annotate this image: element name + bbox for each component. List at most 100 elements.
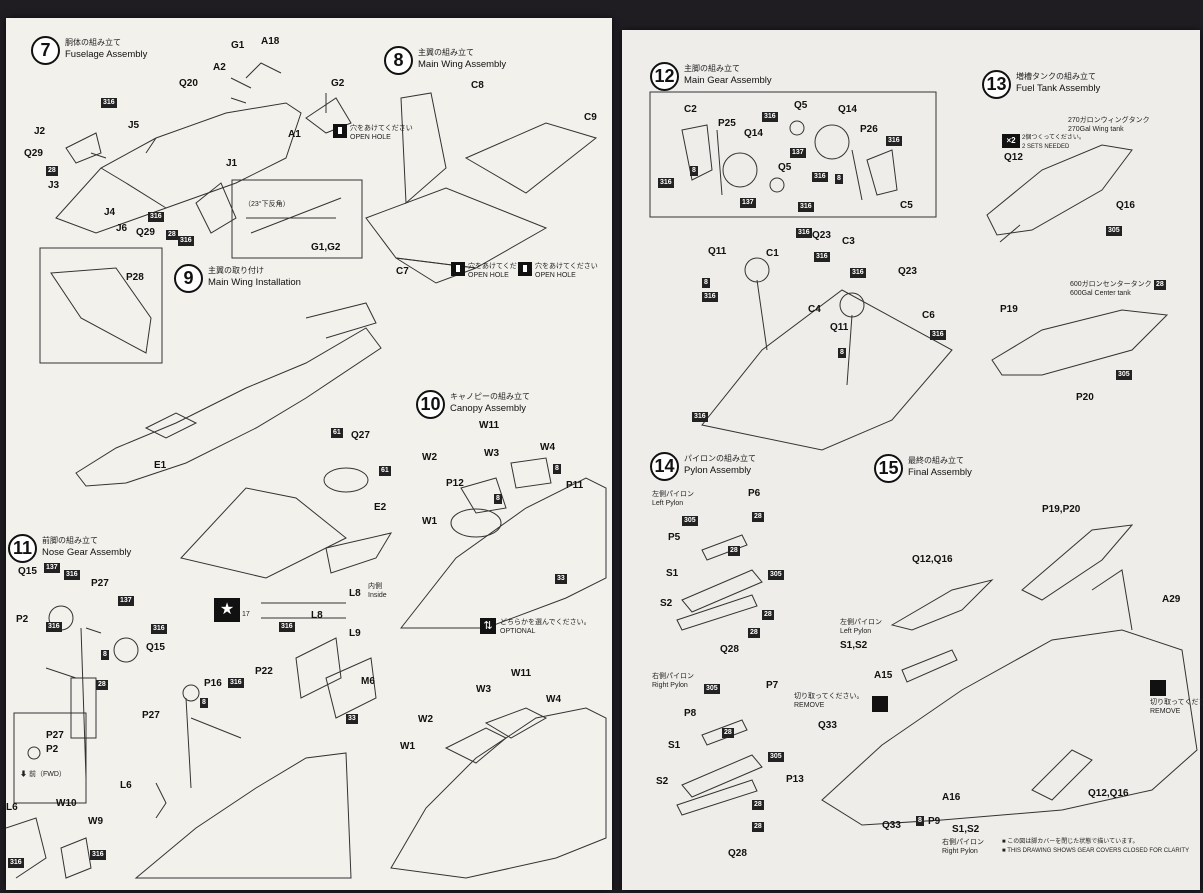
note-text: 右側パイロン xyxy=(942,839,984,846)
note-text: 2 SETS NEEDED xyxy=(1022,144,1070,150)
paint-code: 305 xyxy=(1106,226,1122,236)
note-text: 左側パイロン xyxy=(652,491,694,498)
paint-code: 316 xyxy=(658,178,674,188)
paint-code: 316 xyxy=(228,678,244,688)
angle-note: （23°下反角） xyxy=(244,201,290,208)
paint-code: 316 xyxy=(46,622,62,632)
step-10-title-jp: キャノピーの組み立て xyxy=(450,392,530,401)
part-label: P13 xyxy=(786,774,804,785)
part-label: A16 xyxy=(942,792,961,803)
part-label: Q27 xyxy=(351,430,370,441)
step-7-title: Fuselage Assembly xyxy=(65,49,148,60)
paint-code: 316 xyxy=(692,412,708,422)
optional-note: どちらかを選んでください。 OPTIONAL xyxy=(500,618,591,636)
paint-code: 316 xyxy=(64,570,80,580)
part-label: Q33 xyxy=(882,820,901,831)
note-text: REMOVE xyxy=(794,702,825,709)
step-15-number: 15 xyxy=(874,454,903,483)
step-7-number: 7 xyxy=(31,36,60,65)
part-label: C5 xyxy=(900,200,913,211)
note-text: 右側パイロン xyxy=(652,673,694,680)
step-8-number: 8 xyxy=(384,46,413,75)
remove-icon xyxy=(1150,680,1166,696)
paint-code: 8 xyxy=(702,278,710,288)
step-12-title-jp: 主脚の組み立て xyxy=(684,64,740,73)
remove-note: 切り取ってください。REMOVE xyxy=(794,692,863,710)
note-text: どちらかを選んでください。 xyxy=(500,619,591,626)
part-label: J6 xyxy=(116,223,128,234)
part-label: W11 xyxy=(511,668,532,679)
paint-code: 316 xyxy=(812,172,828,182)
paint-code: 33 xyxy=(555,574,567,584)
paint-code: 28 xyxy=(748,628,760,638)
part-label: Q11 xyxy=(830,322,849,333)
part-label: Q12,Q16 xyxy=(1088,788,1129,799)
note-text: 600Gal Center tank xyxy=(1070,290,1131,297)
part-label: P27 xyxy=(46,730,64,741)
part-label: P9 xyxy=(928,816,941,827)
paint-code: 61 xyxy=(379,466,391,476)
part-label: P2 xyxy=(46,744,59,755)
part-label: P7 xyxy=(766,680,779,691)
part-label: Q29 xyxy=(136,227,155,238)
part-label: Q16 xyxy=(1116,200,1135,211)
part-label: E2 xyxy=(374,502,387,513)
part-label: Q23 xyxy=(812,230,831,241)
paint-code: 316 xyxy=(798,202,814,212)
part-label: A18 xyxy=(261,36,280,47)
note-text: OPTIONAL xyxy=(500,628,536,635)
step-10-title: Canopy Assembly xyxy=(450,403,527,414)
part-label: S1 xyxy=(668,740,681,751)
step-11-title: Nose Gear Assembly xyxy=(42,547,132,558)
note-text: 600ガロンセンタータンク xyxy=(1070,281,1152,288)
part-label: L8 xyxy=(349,588,361,599)
fwd-note: ⬇ 前（FWD） xyxy=(20,770,66,779)
part-label: P5 xyxy=(668,532,681,543)
part-label: P11 xyxy=(566,480,584,491)
part-label: Q5 xyxy=(794,100,808,111)
note-text: 左側パイロン xyxy=(840,619,882,626)
step-12-title: Main Gear Assembly xyxy=(684,75,772,86)
paint-code: 137 xyxy=(740,198,756,208)
part-label: A15 xyxy=(874,670,893,681)
note-text: 270ガロンウィングタンク xyxy=(1068,117,1150,124)
step-9-number: 9 xyxy=(174,264,203,293)
part-label: C4 xyxy=(808,304,821,315)
paint-code: 28 xyxy=(752,512,764,522)
paint-code: 28 xyxy=(1154,280,1166,290)
part-label: P20 xyxy=(1076,392,1094,403)
decal-number: 17 xyxy=(242,611,250,618)
paint-code: 305 xyxy=(768,570,784,580)
note-text: Left Pylon xyxy=(840,628,872,635)
note-text: OPEN HOLE xyxy=(350,134,391,141)
note-text: 270Gal Wing tank xyxy=(1068,126,1124,133)
paint-code: 28 xyxy=(762,610,774,620)
note-text: Left Pylon xyxy=(652,500,684,507)
part-label: L6 xyxy=(6,802,18,813)
part-label: P26 xyxy=(860,124,878,135)
part-label: W4 xyxy=(546,694,561,705)
part-label: A29 xyxy=(1162,594,1181,605)
center-tank-note: 600ガロンセンタータンク 600Gal Center tank xyxy=(1070,280,1152,298)
part-label: S2 xyxy=(660,598,673,609)
part-label: P12 xyxy=(446,478,464,489)
part-label: P2 xyxy=(16,614,29,625)
part-label: J3 xyxy=(48,180,60,191)
part-label: Q29 xyxy=(24,148,43,159)
paint-code: 137 xyxy=(44,563,60,573)
paint-code: 316 xyxy=(101,98,117,108)
part-label: P22 xyxy=(255,666,273,677)
part-label: Q12,Q16 xyxy=(912,554,953,565)
paint-code: 305 xyxy=(682,516,698,526)
footer-note: ■ この図は脚カバーを閉じた状態で描いています。■ THIS DRAWING S… xyxy=(1002,839,1190,854)
part-label: M6 xyxy=(361,676,375,687)
part-label: E1 xyxy=(154,460,167,471)
